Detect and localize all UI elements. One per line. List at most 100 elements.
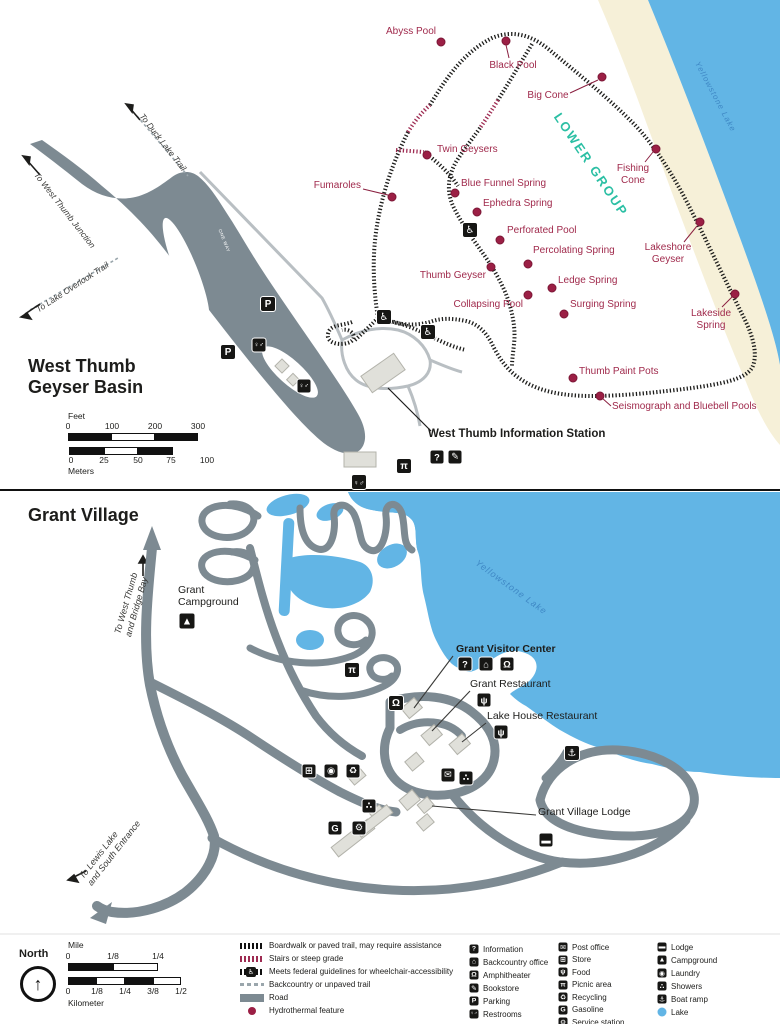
fishing-cone-dot [651,144,661,154]
legend-backcountry-or-unpaved-trail: Backcountry or unpaved trail [240,980,370,989]
north-label: North [19,948,49,960]
thumb-geyser-dot [486,262,496,272]
tick-0-992-label: 0 [65,986,71,997]
tick-100-461-label: 100 [199,455,215,466]
tick-1-4-957-label: 1/4 [152,951,164,962]
recycle-icon: ♻ [345,763,361,779]
legend-lake-label: Lake [671,1007,689,1017]
leader-lines [413,655,537,816]
tick-200-427-label: 200 [147,421,163,432]
service-road [198,170,463,427]
arrow-south [90,902,112,924]
fumaroles-label: Fumaroles [313,179,361,191]
stairs-symbol [240,955,264,962]
store-icon: ⊞ [301,763,317,779]
legend-food-label: Food [572,967,591,977]
seismograph-bluebell-label: Seismograph and Bluebell Pools [612,400,757,412]
grant-visitor-center-label: Grant Visitor Center [456,642,556,655]
laundry-icon: ◉ [323,763,339,779]
tick-0-461-label: 0 [68,455,74,466]
arrow-north [143,526,161,550]
tick-300-427-label: 300 [190,421,206,432]
picnic-icon: π [396,458,412,474]
legend-laundry-label: Laundry [671,968,700,978]
mile-segment [113,963,158,971]
parking-icon: P [220,344,236,360]
legend-picnic-area-label: Picnic area [572,980,612,990]
lakeside-spring-dot [730,289,740,299]
tick-0-427-label: 0 [65,421,71,432]
twin-geysers-dot [422,150,432,160]
black-pool-label: Black Pool [489,59,537,71]
tick-1-4-992-label: 1/4 [119,986,131,997]
food-icon: ψ [557,966,569,978]
legend-amphitheater-label: Amphitheater [483,970,531,980]
information-icon: ? [429,449,445,465]
lodge-icon: ▬ [656,941,668,953]
amphitheater-icon: Ω [499,656,515,672]
meters-segment [69,447,104,455]
fumaroles-dot [387,192,397,202]
surging-spring-label: Surging Spring [570,298,637,310]
west-thumb-title: West Thumb Geyser Basin [28,356,144,397]
boardwalk-symbol [240,942,264,949]
legend-parking-label: Parking [483,996,511,1006]
feet-segment [111,433,155,441]
wheelchair-icon: ♿ [376,309,392,325]
restrooms-icon: ♀♂ [296,378,312,394]
information-icon: ? [457,656,473,672]
backcountry-trails [29,115,189,311]
showers-icon: ∴ [656,980,668,992]
legend-store-label: Store [572,955,592,965]
grant-village-lodge-label: Grant Village Lodge [538,805,631,818]
grant-village-title: Grant Village [28,505,139,525]
legend-lodge-label: Lodge [671,942,694,952]
tick-100-427-label: 100 [104,421,120,432]
surging-spring-dot [559,309,569,319]
tick-3-8-992-label: 3/8 [147,986,159,997]
hydro-symbol [240,1006,264,1015]
postoffice-icon: ✉ [557,941,569,953]
bookstore-icon: ✎ [447,449,463,465]
restrooms-icon: ♀♂ [351,474,367,490]
lake-house-restaurant-label: Lake House Restaurant [487,709,598,722]
food-icon: ψ [476,692,492,708]
picnic-icon: π [557,979,569,990]
tick-1-8-992-label: 1/8 [91,986,103,997]
legend-gasoline-label: Gasoline [572,1005,604,1015]
buildings-west-thumb [274,352,406,468]
legend-boardwalk-or-paved-trail-may-require-assistance: Boardwalk or paved trail, may require as… [240,941,442,950]
parking-median-1 [162,217,210,323]
lake-upper [648,0,780,365]
twin-geysers-label: Twin Geysers [437,143,498,155]
wheelchair-icon: ♿ [462,222,478,238]
grant-restaurant-label: Grant Restaurant [470,677,551,690]
km-segment [124,977,153,985]
feature-leaders [362,44,733,407]
lake-symbol [657,1007,667,1017]
ephedra-spring-dot [472,207,482,217]
perforated-pool-label: Perforated Pool [507,224,577,236]
percolating-spring-label: Percolating Spring [533,244,615,256]
amphitheater-icon: Ω [468,969,480,981]
abyss-pool-dot [436,37,446,47]
perforated-pool-dot [495,235,505,245]
tick-25-461-label: 25 [99,455,109,466]
info-station-leader [387,387,432,432]
boatramp-icon: ⚓ [564,745,580,761]
legend-restrooms-label: Restrooms [483,1009,522,1019]
postoffice-icon: ✉ [440,767,456,783]
lakeshore-geyser-dot [695,217,705,227]
collapsing-pool-label: Collapsing Pool [453,298,524,310]
restrooms-icon: ♀♂ [468,1008,480,1020]
recycle-icon: ♻ [557,991,569,1003]
info-station-label: West Thumb Information Station [428,428,606,440]
backcountry-symbol [240,983,264,986]
big-cone-dot [597,72,607,82]
thumb-paint-pots-dot [568,373,578,383]
feet-segment [68,433,112,441]
tick-1-2-992-label: 1/2 [175,986,187,997]
